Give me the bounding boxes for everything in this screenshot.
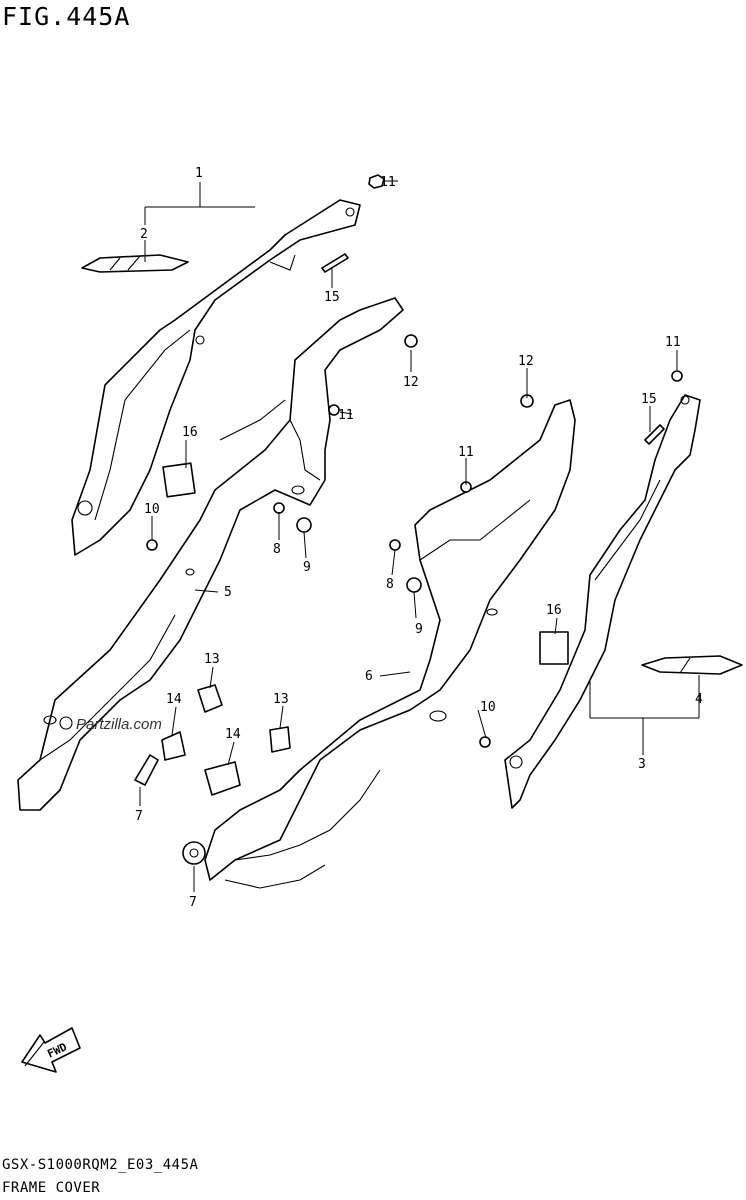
- callout-7a: 7: [135, 809, 143, 824]
- hardware-bolts: [146, 174, 683, 748]
- callout-12a: 12: [403, 375, 419, 390]
- figure-title: FIG.445A: [2, 2, 131, 31]
- part-decal-4: [641, 655, 743, 675]
- callout-3: 3: [638, 757, 646, 772]
- callout-6: 6: [365, 669, 373, 684]
- callout-labels: 1 2 11 15 12 11 16 10 5 8 9 12 11 8 9 6 …: [135, 166, 703, 910]
- callout-10a: 10: [144, 502, 160, 517]
- callout-13a: 13: [204, 652, 220, 667]
- callout-16b: 16: [546, 603, 562, 618]
- callout-13b: 13: [273, 692, 289, 707]
- callout-14b: 14: [225, 727, 241, 742]
- part-label-16-left: [162, 462, 196, 498]
- partzilla-logo-icon: [59, 716, 73, 730]
- callout-15b: 15: [641, 392, 657, 407]
- hardware-pads: [134, 253, 665, 865]
- part-frame-cover-6: [204, 399, 576, 889]
- part-label-16-right: [539, 631, 569, 665]
- callout-11b: 11: [338, 408, 354, 423]
- watermark-text: Partzilla.com: [76, 716, 162, 733]
- callout-16a: 16: [182, 425, 198, 440]
- callout-2: 2: [140, 227, 148, 242]
- callout-11c: 11: [458, 445, 474, 460]
- partzilla-watermark: Partzilla.com: [59, 716, 162, 733]
- fwd-arrow-icon: FWD: [21, 1027, 81, 1073]
- callout-11d: 11: [665, 335, 681, 350]
- callout-14a: 14: [166, 692, 182, 707]
- part-decal-2: [81, 254, 189, 273]
- leader-lines: [139, 180, 700, 892]
- diagram-name: FRAME COVER: [2, 1180, 101, 1196]
- callout-8a: 8: [273, 542, 281, 557]
- diagram-code: GSX-S1000RQM2_E03_445A: [2, 1157, 199, 1173]
- callout-8b: 8: [386, 577, 394, 592]
- callout-11a: 11: [380, 175, 396, 190]
- callout-5: 5: [224, 585, 232, 600]
- callout-4: 4: [695, 692, 703, 707]
- part-side-cover-right: [504, 394, 701, 809]
- callout-1: 1: [195, 166, 203, 181]
- callout-9a: 9: [303, 560, 311, 575]
- callout-10b: 10: [480, 700, 496, 715]
- callout-7b: 7: [189, 895, 197, 910]
- part-side-cover-left: [71, 199, 361, 556]
- part-frame-cover-5: [17, 297, 404, 811]
- callout-9b: 9: [415, 622, 423, 637]
- callout-12b: 12: [518, 354, 534, 369]
- callout-15a: 15: [324, 290, 340, 305]
